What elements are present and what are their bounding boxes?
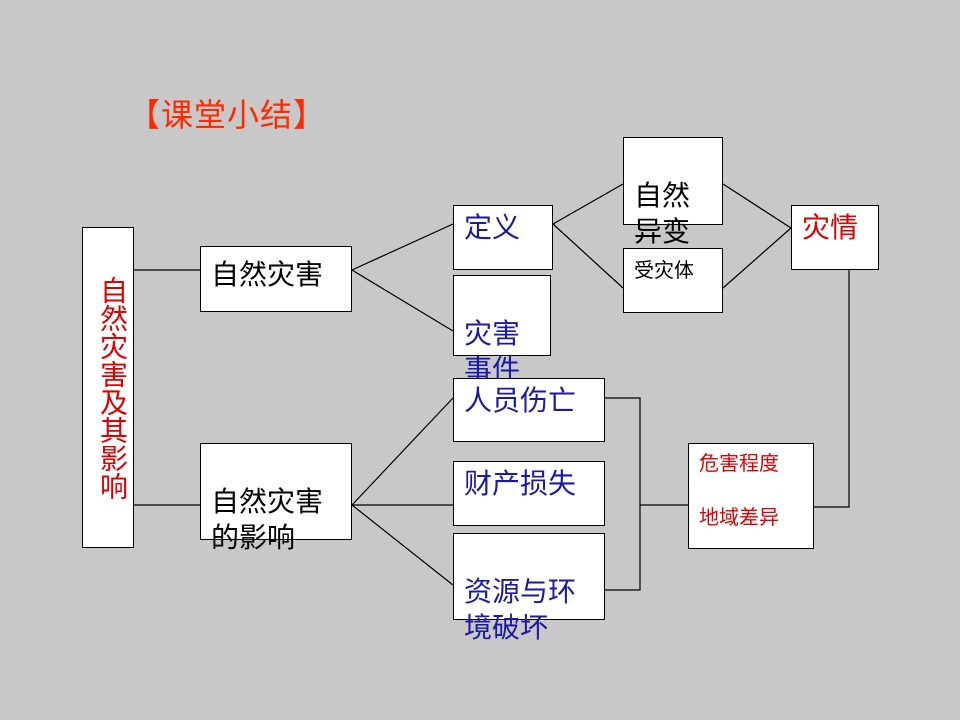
line-definition-affected [552, 223, 624, 289]
definition-label: 定义 [464, 211, 521, 244]
natural-disaster-label: 自然灾害 [211, 258, 324, 291]
resource-damage-box: 资源与环 境破坏 [453, 533, 605, 644]
line-impact-casualties [351, 397, 454, 506]
disaster-situation-label: 灾情 [802, 211, 859, 244]
casualties-box: 人员伤亡 [453, 378, 605, 442]
bracket-impacts [605, 397, 641, 591]
definition-box: 定义 [453, 205, 553, 270]
severity-box: 危害程度 地域差异 [688, 443, 814, 549]
property-loss-label: 财产损失 [464, 467, 577, 500]
severity-label: 危害程度 [699, 451, 779, 475]
natural-disaster-box: 自然灾害 [200, 246, 352, 312]
disaster-situation-box: 灾情 [791, 205, 879, 270]
line-affected-situation [722, 227, 792, 289]
line-definition-change [552, 183, 624, 225]
root-box: 自然灾害及其影响 [82, 227, 134, 548]
natural-change-box: 自然 异变 [623, 137, 723, 248]
resource-damage-label: 资源与环 境破坏 [464, 575, 577, 644]
affected-body-box: 受灾体 [623, 248, 723, 313]
disaster-event-box: 灾害 事件 [453, 275, 551, 386]
impact-box: 自然灾害 的影响 [200, 443, 352, 554]
root-label: 自然灾害及其影响 [96, 275, 129, 500]
line-disaster-event [351, 269, 454, 332]
impact-label: 自然灾害 的影响 [211, 485, 324, 554]
line-impact-resource [351, 504, 454, 586]
disaster-event-label: 灾害 事件 [464, 317, 521, 386]
regional-diff-label: 地域差异 [699, 505, 779, 529]
line-situation-severity [814, 270, 850, 508]
slide-title: 【课堂小结】 [128, 96, 327, 134]
casualties-label: 人员伤亡 [464, 384, 577, 417]
line-change-situation [722, 183, 792, 229]
property-loss-box: 财产损失 [453, 461, 605, 526]
line-disaster-definition [351, 223, 454, 271]
affected-body-label: 受灾体 [634, 258, 694, 282]
natural-change-label: 自然 异变 [634, 179, 691, 248]
